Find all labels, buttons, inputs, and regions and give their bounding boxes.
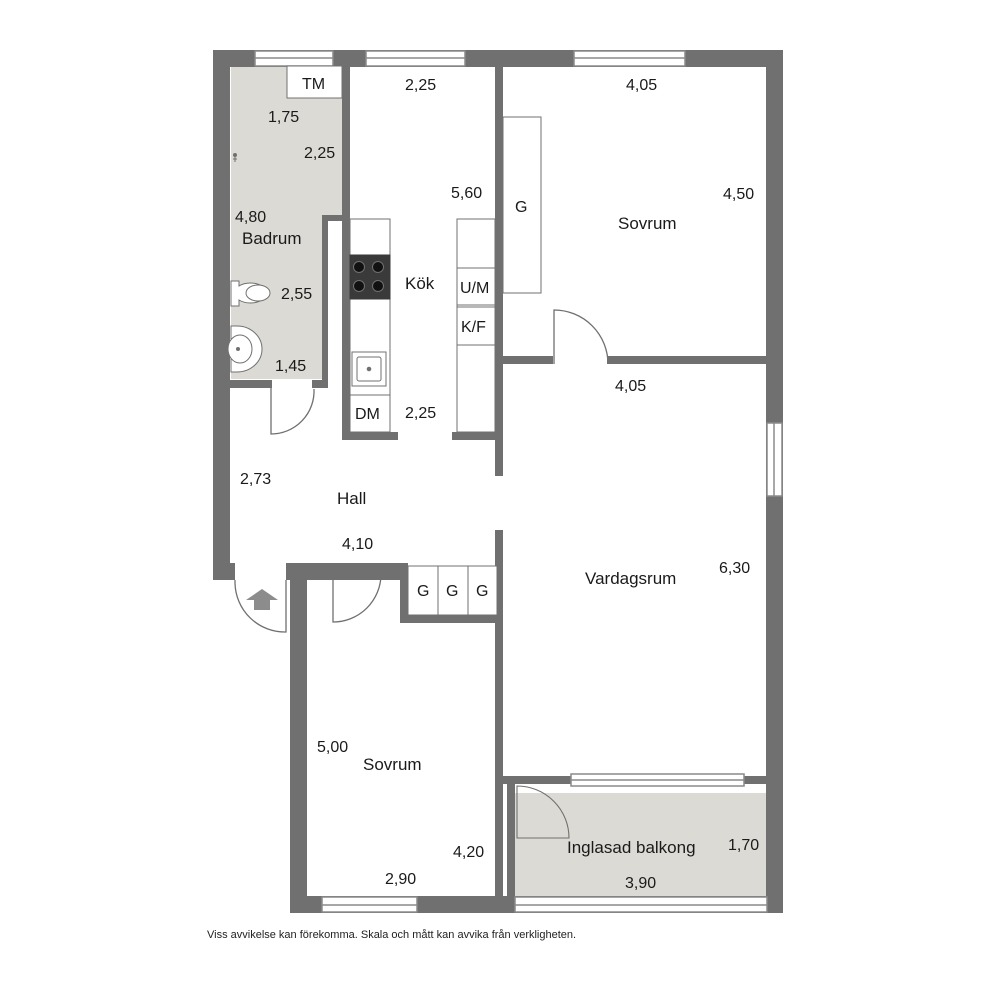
room-label-sovrum-top: Sovrum [618, 214, 677, 233]
dim-vardagsrum-width: 4,05 [615, 378, 646, 395]
label-tm: TM [302, 76, 325, 93]
label-um: U/M [460, 280, 489, 297]
label-dm: DM [355, 406, 380, 423]
dim-balkong-width: 3,90 [625, 875, 656, 892]
dim-sovrum-bottom-side: 4,20 [453, 844, 484, 861]
fridge-freezer-box [456, 306, 496, 346]
room-label-sovrum-bottom: Sovrum [363, 755, 422, 774]
door-bedroom-bottom [332, 574, 382, 623]
door-balcony [516, 785, 570, 839]
dishwasher-box [349, 394, 391, 433]
entrance-arrow-icon [246, 589, 278, 610]
room-label-hall: Hall [337, 489, 366, 508]
dim-kok-bottom: 2,25 [405, 405, 436, 422]
dim-sovrum-top-depth: 4,50 [723, 186, 754, 203]
door-bathroom [270, 388, 315, 435]
room-label-balkong: Inglasad balkong [567, 838, 696, 857]
dim-hall-width: 4,10 [342, 536, 373, 553]
windows [254, 50, 783, 913]
dim-badrum-mid: 2,55 [281, 286, 312, 303]
dim-sovrum-top-width: 4,05 [626, 77, 657, 94]
disclaimer-text: Viss avvikelse kan förekomma. Skala och … [207, 929, 577, 941]
balcony-floor [515, 793, 767, 905]
doors [234, 309, 609, 839]
room-label-vardagsrum: Vardagsrum [585, 569, 676, 588]
label-wardrobe-hall-1: G [417, 583, 429, 600]
room-label-kok: Kök [405, 274, 435, 293]
dim-badrum-upper-width: 2,25 [304, 145, 335, 162]
hall-wardrobes [407, 565, 498, 616]
bathroom-fixtures [227, 65, 343, 373]
label-wardrobe-hall-3: G [476, 583, 488, 600]
shower-icon [233, 153, 237, 162]
dim-vardagsrum-depth: 6,30 [719, 560, 750, 577]
kitchen-fixtures [349, 218, 496, 433]
dim-sovrum-bottom-depth: 5,00 [317, 739, 348, 756]
dim-balkong-depth: 1,70 [728, 837, 759, 854]
label-wardrobe-hall-2: G [446, 583, 458, 600]
dim-kok-top: 2,25 [405, 77, 436, 94]
label-kf: K/F [461, 319, 486, 336]
room-label-badrum: Badrum [242, 229, 302, 248]
dim-badrum-length: 4,80 [235, 209, 266, 226]
dim-kok-length: 5,60 [451, 185, 482, 202]
door-entrance [234, 580, 287, 633]
label-wardrobe-bedroom: G [515, 199, 527, 216]
door-bedroom-top [553, 309, 609, 365]
dim-hall-depth: 2,73 [240, 471, 271, 488]
oven-microwave-box [456, 267, 496, 306]
stove-icon [349, 254, 391, 300]
dim-badrum-top: 1,75 [268, 109, 299, 126]
dim-badrum-bottom: 1,45 [275, 358, 306, 375]
dim-sovrum-bottom-width: 2,90 [385, 871, 416, 888]
washing-machine-box [286, 65, 343, 99]
wardrobe-bedroom-top [502, 116, 542, 294]
